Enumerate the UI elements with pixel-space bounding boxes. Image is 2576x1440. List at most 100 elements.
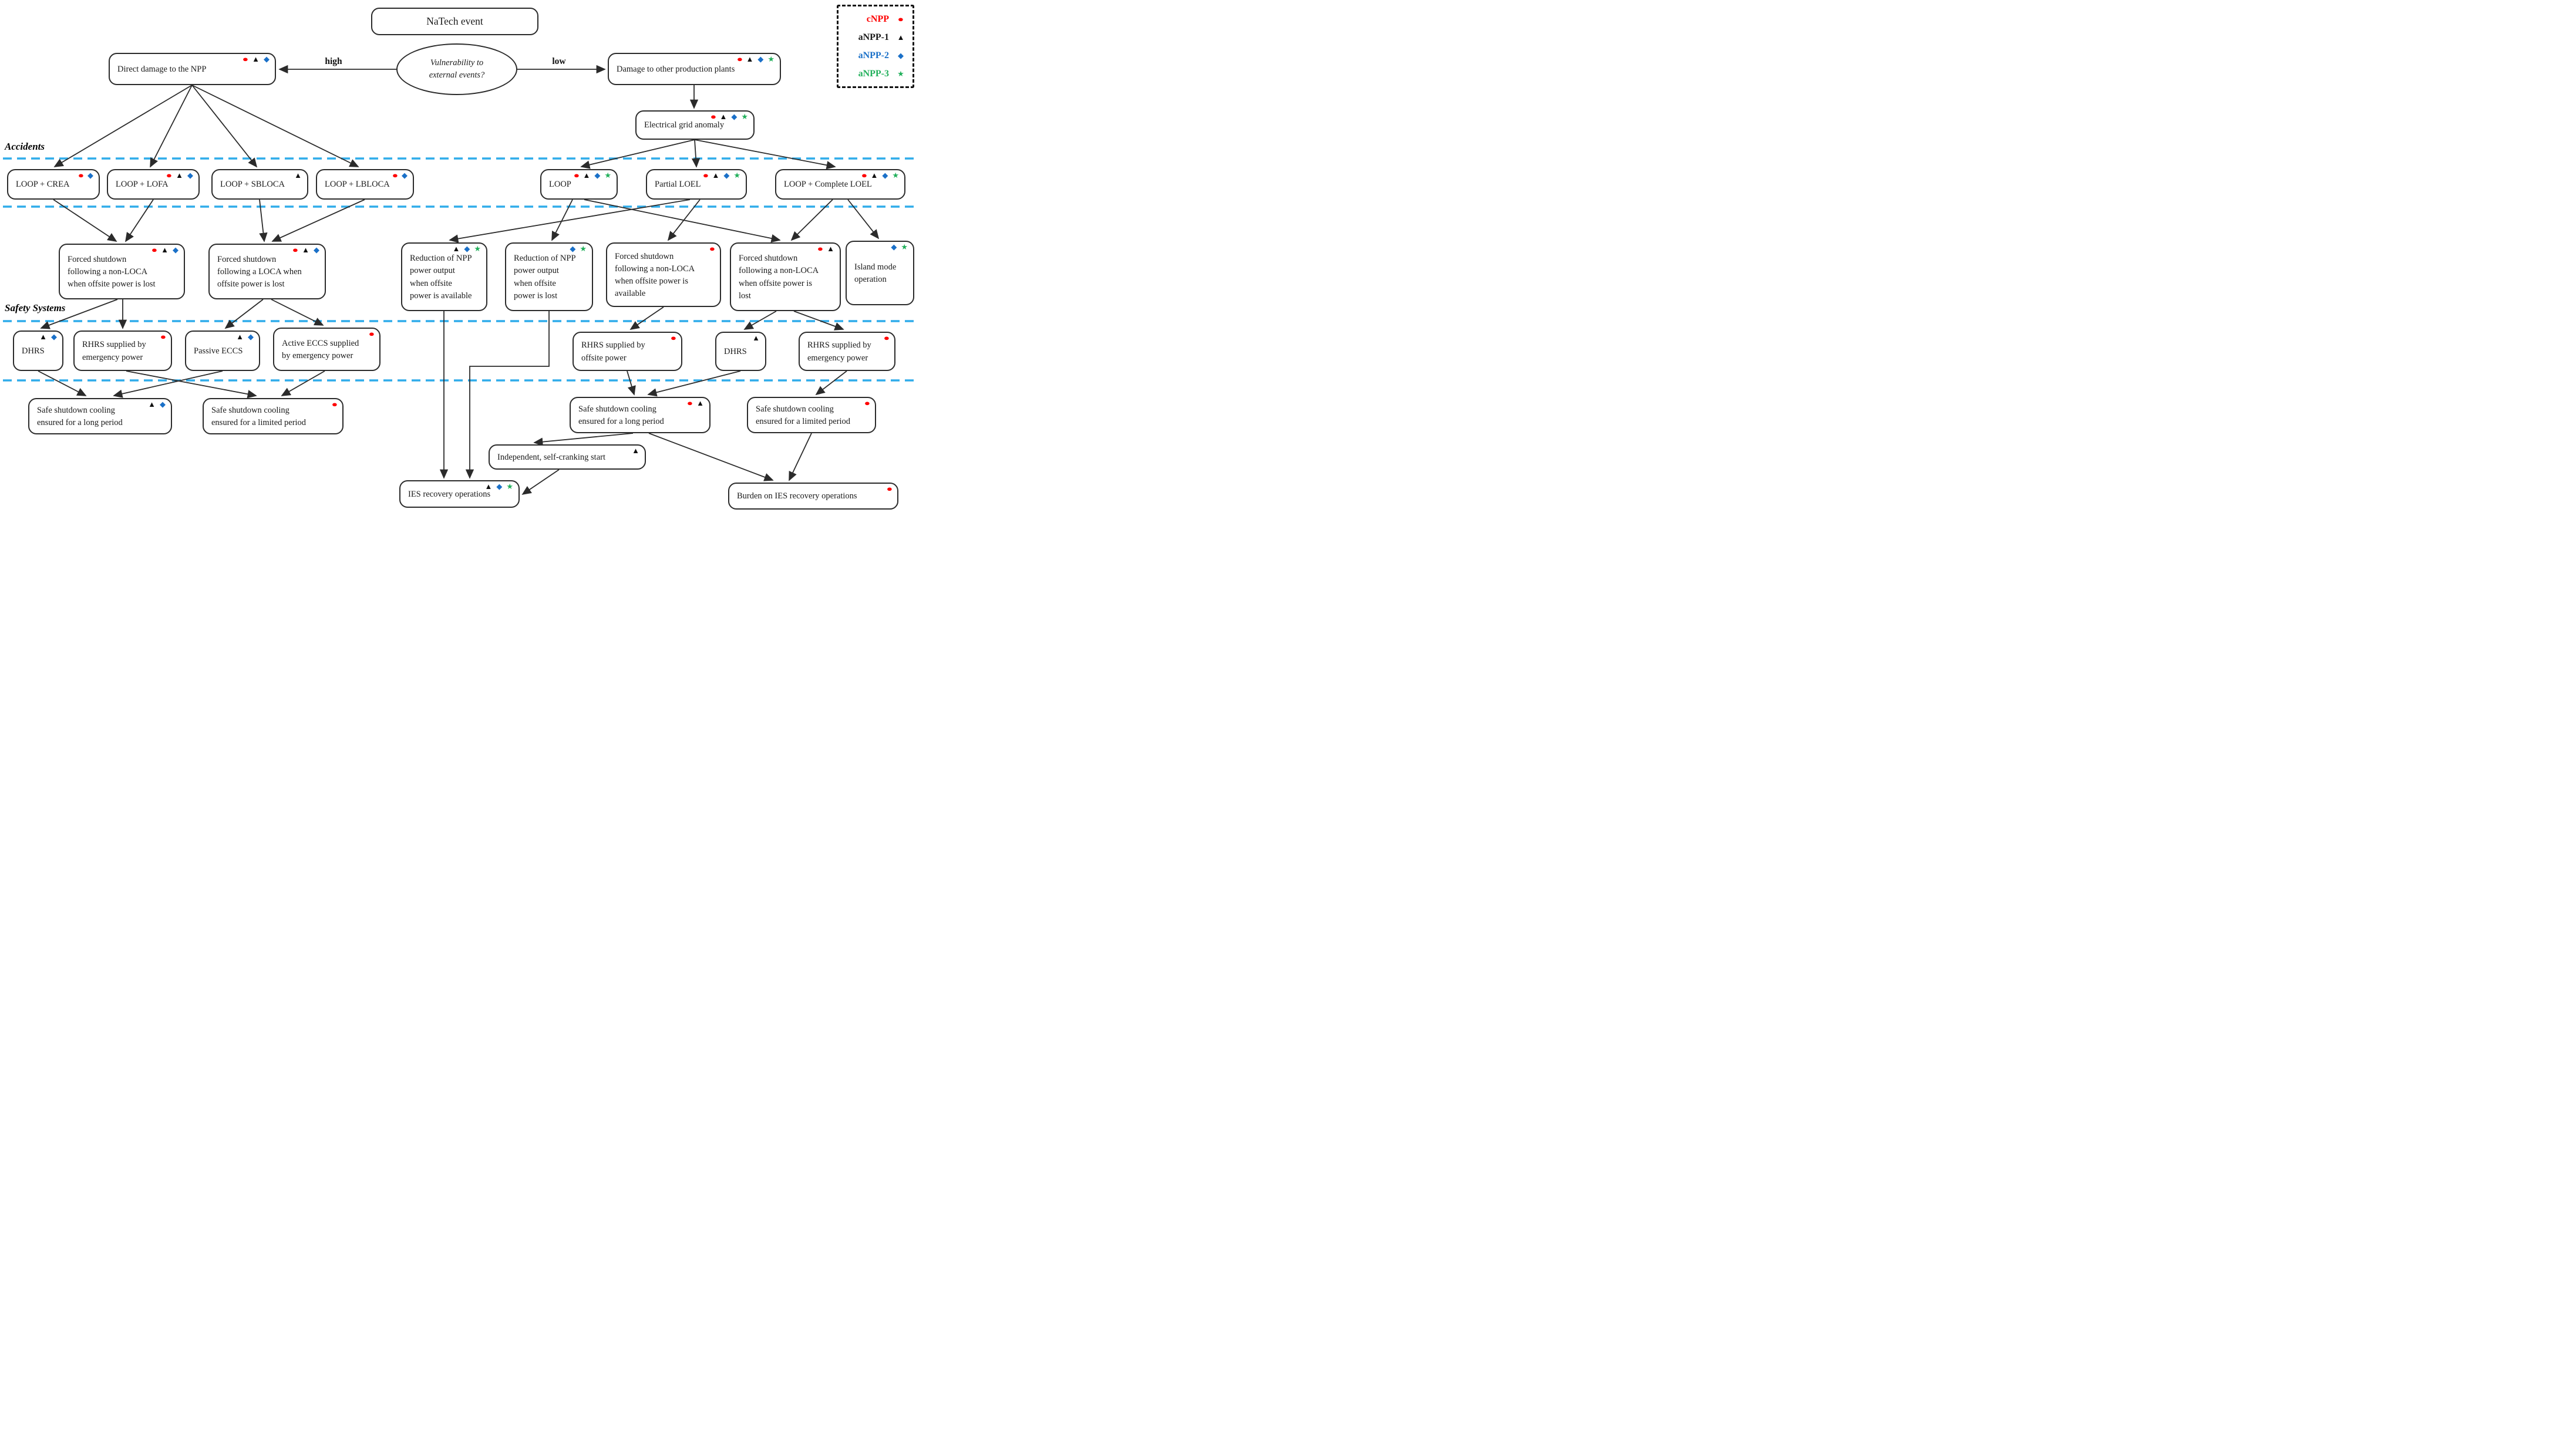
blue-diamond-icon: ◆ [187, 171, 193, 180]
black-triangle-icon: ▲ [870, 171, 878, 180]
plant-marker-row: ▲ [752, 334, 760, 342]
plant-marker-row: ▲ [632, 447, 639, 454]
red-ellipse-icon: ● [670, 333, 677, 342]
red-ellipse-icon: ● [883, 333, 890, 342]
red-ellipse-icon: ● [736, 55, 743, 63]
blue-diamond-icon: ◆ [314, 245, 319, 254]
node-active-eccs: ● Active ECCS supplied by emergency power [273, 328, 380, 371]
node-label: Island mode operation [854, 262, 897, 284]
node-label: RHRS supplied by emergency power [82, 340, 146, 362]
node-rhrs-emergency-right: ● RHRS supplied by emergency power [799, 332, 895, 371]
node-label: Passive ECCS [194, 346, 243, 356]
plant-marker-row: ●▲◆ [243, 55, 270, 63]
connector-arrow-fs-nonloca-lost-right-to-dhrs-right [743, 311, 777, 330]
connector-arrow-rhrs-emergency-left-to-safe-limited-left [126, 370, 257, 399]
blue-diamond-icon: ◆ [264, 55, 270, 63]
connector-arrow-rhrs-emergency-right-to-safe-limited-right [815, 370, 847, 396]
black-triangle-icon: ▲ [897, 33, 905, 42]
plant-marker-row: ●▲◆★ [736, 55, 775, 63]
connector-arrow-direct-damage-to-loop-lbloca [191, 85, 359, 167]
green-star-icon: ★ [580, 244, 587, 253]
blue-diamond-icon: ◆ [51, 332, 57, 341]
connector-arrow-loop-to-fs-nonloca-lost-right [584, 199, 781, 243]
node-loop-crea: ●◆LOOP + CREA [7, 169, 100, 200]
safety-systems-section-label: Safety Systems [5, 302, 66, 313]
natech-flow-diagram: Accidents Safety Systems high low cNPP●a… [0, 0, 921, 515]
node-label: DHRS [22, 346, 45, 356]
red-ellipse-icon: ● [573, 171, 580, 180]
node-label: LOOP + Complete LOEL [784, 180, 872, 190]
legend-label: aNPP-2 [858, 50, 889, 60]
red-ellipse-icon: ● [331, 400, 338, 409]
plant-marker-row: ▲ [294, 171, 302, 179]
node-label: Active ECCS supplied by emergency power [282, 338, 359, 360]
node-passive-eccs: ▲◆ Passive ECCS [185, 331, 260, 371]
node-label: LOOP + SBLOCA [220, 180, 285, 190]
connector-arrow-reduction-lost-to-ies-recovery [465, 311, 550, 479]
connector-arrow-partial-loel-to-fs-nonloca-avail [667, 199, 701, 241]
connector-arrow-dhrs-left-to-safe-long-left [38, 370, 87, 396]
plant-marker-row: ● [887, 485, 893, 493]
node-label: IES recovery operations [408, 489, 491, 499]
black-triangle-icon: ▲ [827, 244, 834, 253]
black-triangle-icon: ▲ [302, 245, 309, 254]
plant-marker-row: ●▲◆★ [710, 112, 748, 121]
plant-marker-row: ● [670, 333, 677, 342]
plant-marker-row: ●▲◆★ [861, 171, 899, 180]
red-ellipse-icon: ● [897, 15, 904, 23]
node-island-mode: ◆★Island mode operation [846, 241, 914, 305]
node-label: Safe shutdown cooling ensured for a long… [578, 404, 664, 426]
blue-diamond-icon: ◆ [87, 171, 93, 180]
node-label: Safe shutdown cooling ensured for a limi… [756, 404, 851, 426]
legend-label: cNPP [866, 14, 889, 24]
node-label: Forced shutdown following a non-LOCA whe… [68, 254, 156, 289]
node-loop-sbloca: ▲ LOOP + SBLOCA [211, 169, 308, 200]
plant-marker-row: ▲◆ [236, 333, 254, 340]
red-ellipse-icon: ● [861, 171, 867, 180]
node-label: Independent, self-cranking start [497, 452, 605, 462]
legend: cNPP●aNPP-1▲aNPP-2◆aNPP-3★ [837, 5, 914, 88]
node-loop-lbloca: ●◆LOOP + LBLOCA [316, 169, 414, 200]
plant-marker-row: ● [331, 400, 338, 409]
black-triangle-icon: ▲ [452, 244, 460, 253]
node-loop-complete-loel: ●▲◆★LOOP + Complete LOEL [775, 169, 905, 200]
node-label: LOOP [549, 180, 571, 190]
plant-marker-row: ●▲◆ [151, 246, 179, 254]
red-ellipse-icon: ● [817, 244, 824, 253]
plant-marker-row: ●▲◆★ [702, 171, 740, 179]
node-burden-ies: ●Burden on IES recovery operations [728, 483, 898, 510]
node-loop: ●▲◆★LOOP [540, 169, 618, 200]
node-dhrs-right: ▲DHRS [715, 332, 766, 371]
blue-diamond-icon: ◆ [496, 482, 503, 491]
plant-marker-row: ●◆ [78, 171, 93, 180]
node-label: Direct damage to the NPP [117, 64, 207, 74]
black-triangle-icon: ▲ [632, 446, 639, 455]
node-decision: Vulnerability to external events? [396, 43, 517, 95]
node-label: RHRS supplied by emergency power [807, 340, 871, 363]
blue-diamond-icon: ◆ [594, 171, 601, 180]
red-ellipse-icon: ● [709, 244, 716, 253]
red-ellipse-icon: ● [78, 171, 85, 180]
node-grid-anomaly: ●▲◆★Electrical grid anomaly [635, 110, 755, 140]
green-star-icon: ★ [767, 55, 775, 63]
connector-arrow-dhrs-right-to-safe-long-right [647, 370, 741, 397]
node-label: Forced shutdown following a LOCA when of… [217, 254, 302, 289]
node-rhrs-offsite: ●RHRS supplied by offsite power [573, 332, 682, 371]
black-triangle-icon: ▲ [719, 112, 728, 121]
connector-arrow-safe-limited-right-to-burden-ies [789, 433, 812, 481]
blue-diamond-icon: ◆ [248, 332, 254, 341]
connector-arrow-grid-anomaly-to-loop-complete-loel [694, 139, 836, 170]
plant-marker-row: ▲◆★ [452, 245, 481, 252]
connector-arrow-loop-sbloca-to-fs-loca-lost [259, 199, 268, 242]
plant-marker-row: ● [369, 330, 375, 338]
node-label: Vulnerability to external events? [429, 58, 485, 80]
red-ellipse-icon: ● [292, 245, 299, 254]
node-direct-damage: ●▲◆ Direct damage to the NPP [109, 53, 276, 85]
black-triangle-icon: ▲ [696, 399, 704, 407]
connector-arrow-fs-loca-lost-to-active-eccs [271, 299, 324, 326]
node-independent-start: ▲ Independent, self-cranking start [489, 444, 646, 470]
node-reduction-avail: ▲◆★Reduction of NPP power output when of… [401, 242, 487, 311]
plant-marker-row: ●▲ [817, 244, 834, 253]
red-ellipse-icon: ● [160, 332, 167, 341]
node-label: Partial LOEL [655, 180, 701, 190]
